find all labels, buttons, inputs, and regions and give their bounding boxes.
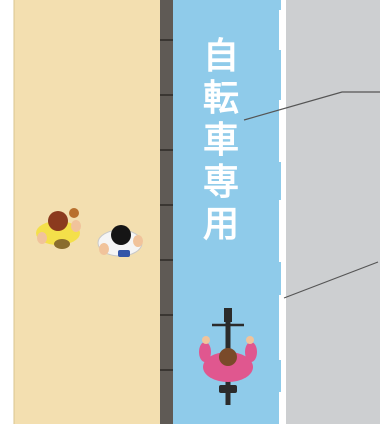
pedestrian-yellow-icon — [36, 208, 81, 249]
bike-lane-marking-text: 自 転 車 専 用 — [190, 36, 252, 246]
lane-divider-dashes — [279, 10, 286, 424]
cyclist-icon — [199, 308, 257, 405]
lane-char-4: 専 — [202, 162, 239, 203]
roadway — [286, 0, 380, 424]
leader-line-bottom — [283, 261, 379, 299]
pedestrian-white-icon — [97, 225, 143, 257]
sidewalk — [14, 0, 160, 424]
lane-char-3: 車 — [202, 120, 239, 161]
lane-char-2: 転 — [202, 78, 239, 119]
lane-char-5: 用 — [202, 204, 239, 245]
leader-line-top — [243, 91, 380, 121]
curb-joints — [160, 39, 173, 371]
curb — [160, 0, 173, 424]
lane-char-1: 自 — [202, 36, 239, 77]
